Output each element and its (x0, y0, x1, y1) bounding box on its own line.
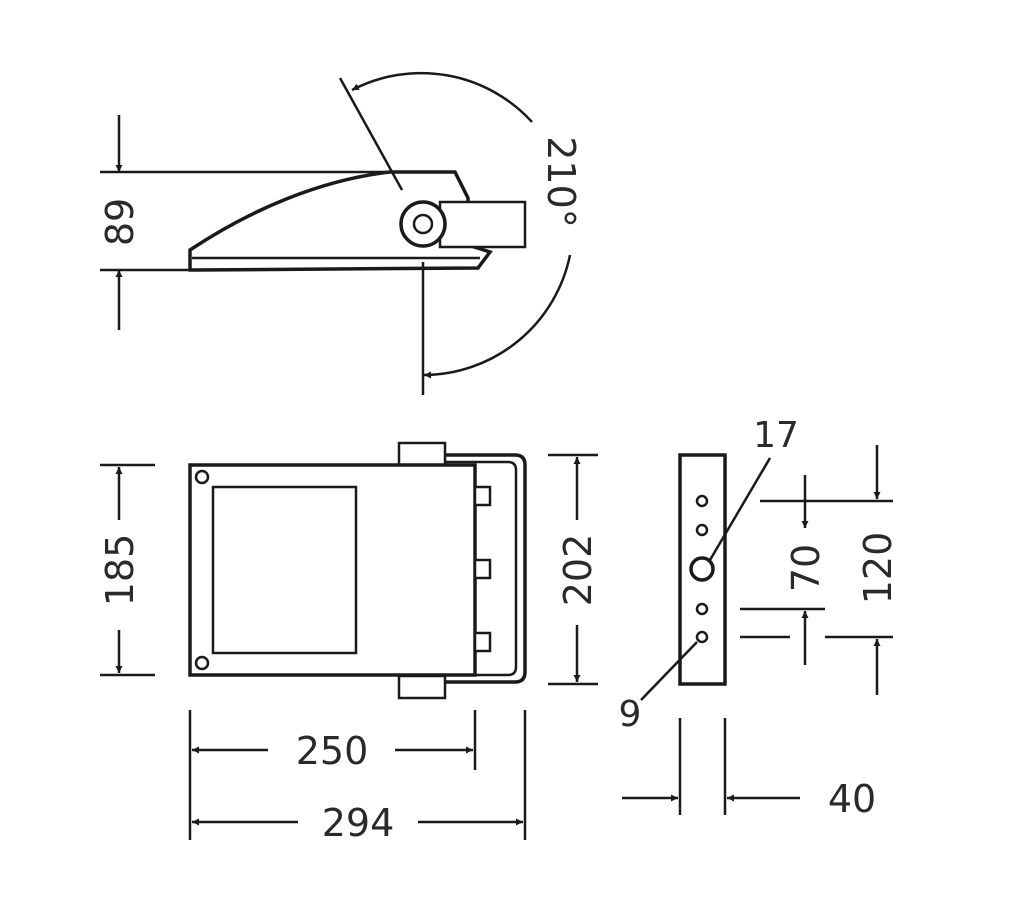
tilt-angle-label: 210° (539, 136, 583, 228)
side-height-label: 89 (98, 198, 142, 246)
bracket-arm (438, 200, 527, 249)
bottom-tab (397, 674, 447, 700)
tilt-arc-upper (351, 71, 533, 123)
front-bracket-inner (405, 460, 518, 677)
large-hole-label: 17 (753, 415, 799, 456)
outer-spacing-label: 120 (856, 532, 900, 605)
hole-large (689, 556, 715, 582)
notch-1 (473, 485, 492, 507)
hole-small-2 (695, 523, 709, 537)
hole-spacing-label: 70 (784, 544, 828, 592)
callout-17-leader (708, 457, 772, 561)
bracket-width-label: 294 (322, 801, 395, 845)
front-view: 185 202 250 294 (98, 441, 600, 845)
screw-top (194, 469, 210, 485)
bracket-height-label: 202 (556, 534, 600, 607)
tilt-line-upper (338, 77, 404, 191)
front-lens (211, 485, 358, 655)
front-width-label: 250 (296, 729, 369, 773)
hole-small-1 (695, 494, 709, 508)
pivot-inner (412, 213, 434, 235)
bracket-width-dim-label: 40 (828, 777, 876, 821)
callout-9-leader (640, 641, 698, 701)
notch-3 (473, 631, 492, 653)
bracket-view: 17 9 70 120 40 (619, 415, 900, 821)
small-hole-label: 9 (619, 694, 642, 735)
front-height-label: 185 (98, 534, 142, 607)
hole-small-3 (695, 602, 709, 616)
notch-2 (473, 558, 492, 580)
top-tab (397, 441, 447, 467)
screw-bottom (194, 655, 210, 671)
side-view: 89 210° (98, 71, 583, 395)
hole-small-4 (695, 630, 709, 644)
tilt-arc-lower (423, 254, 572, 379)
